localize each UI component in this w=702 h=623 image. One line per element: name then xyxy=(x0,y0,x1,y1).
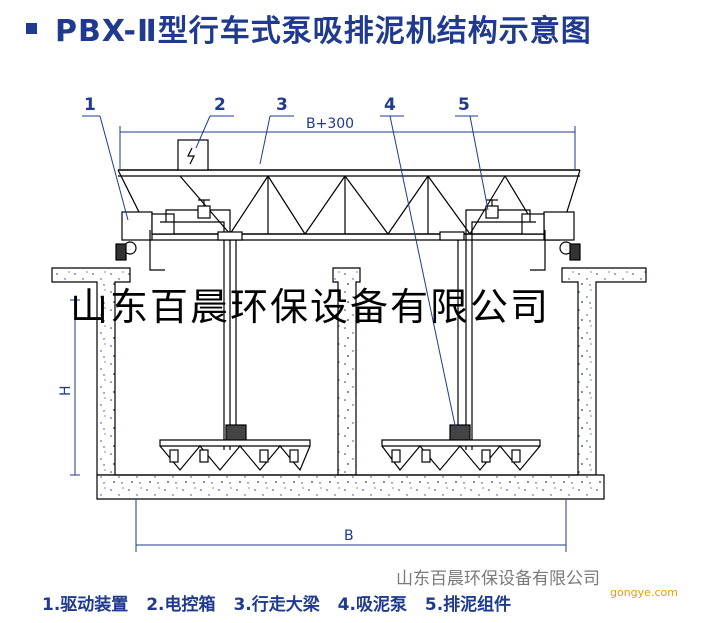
bullet-icon xyxy=(26,22,37,34)
title-row: PBX-Ⅱ型行车式泵吸排泥机结构示意图 xyxy=(26,8,592,49)
dimension-height-label: H xyxy=(58,385,74,396)
legend-item: 3.行走大梁 xyxy=(233,595,320,615)
watermark-url: gongye.com xyxy=(610,586,678,599)
callout-4: 4 xyxy=(384,95,396,115)
company-overlay-text: 山东百晨环保设备有限公司 xyxy=(70,285,551,329)
dimension-bottom-label: B xyxy=(344,528,354,544)
pump-assembly-left xyxy=(149,199,311,472)
legend-item: 5.排泥组件 xyxy=(424,595,512,615)
tank-structure xyxy=(51,267,647,500)
diagram-title: PBX-Ⅱ型行车式泵吸排泥机结构示意图 xyxy=(55,14,592,49)
callout-2: 2 xyxy=(214,95,226,115)
legend: 1.驱动装置 2.电控箱 3.行走大梁 4.吸泥泵 5.排泥组件 xyxy=(42,590,523,615)
control-box xyxy=(177,139,209,171)
drive-units xyxy=(115,211,581,261)
tank-floor xyxy=(96,474,605,500)
legend-item: 4.吸泥泵 xyxy=(337,595,407,615)
watermark: 山东百晨环保设备有限公司 xyxy=(396,569,600,589)
travel-bridge xyxy=(117,169,581,241)
right-wall xyxy=(561,267,647,476)
legend-item: 1.驱动装置 xyxy=(42,595,129,615)
pump-assembly-right xyxy=(381,199,546,471)
callout-3: 3 xyxy=(276,95,288,115)
callout-5: 5 xyxy=(458,95,470,115)
dimension-lines xyxy=(70,126,576,552)
dimension-top-label: B+300 xyxy=(306,116,354,132)
legend-item: 2.电控箱 xyxy=(146,595,216,615)
callout-leaders xyxy=(82,115,489,431)
callout-1: 1 xyxy=(84,95,96,115)
